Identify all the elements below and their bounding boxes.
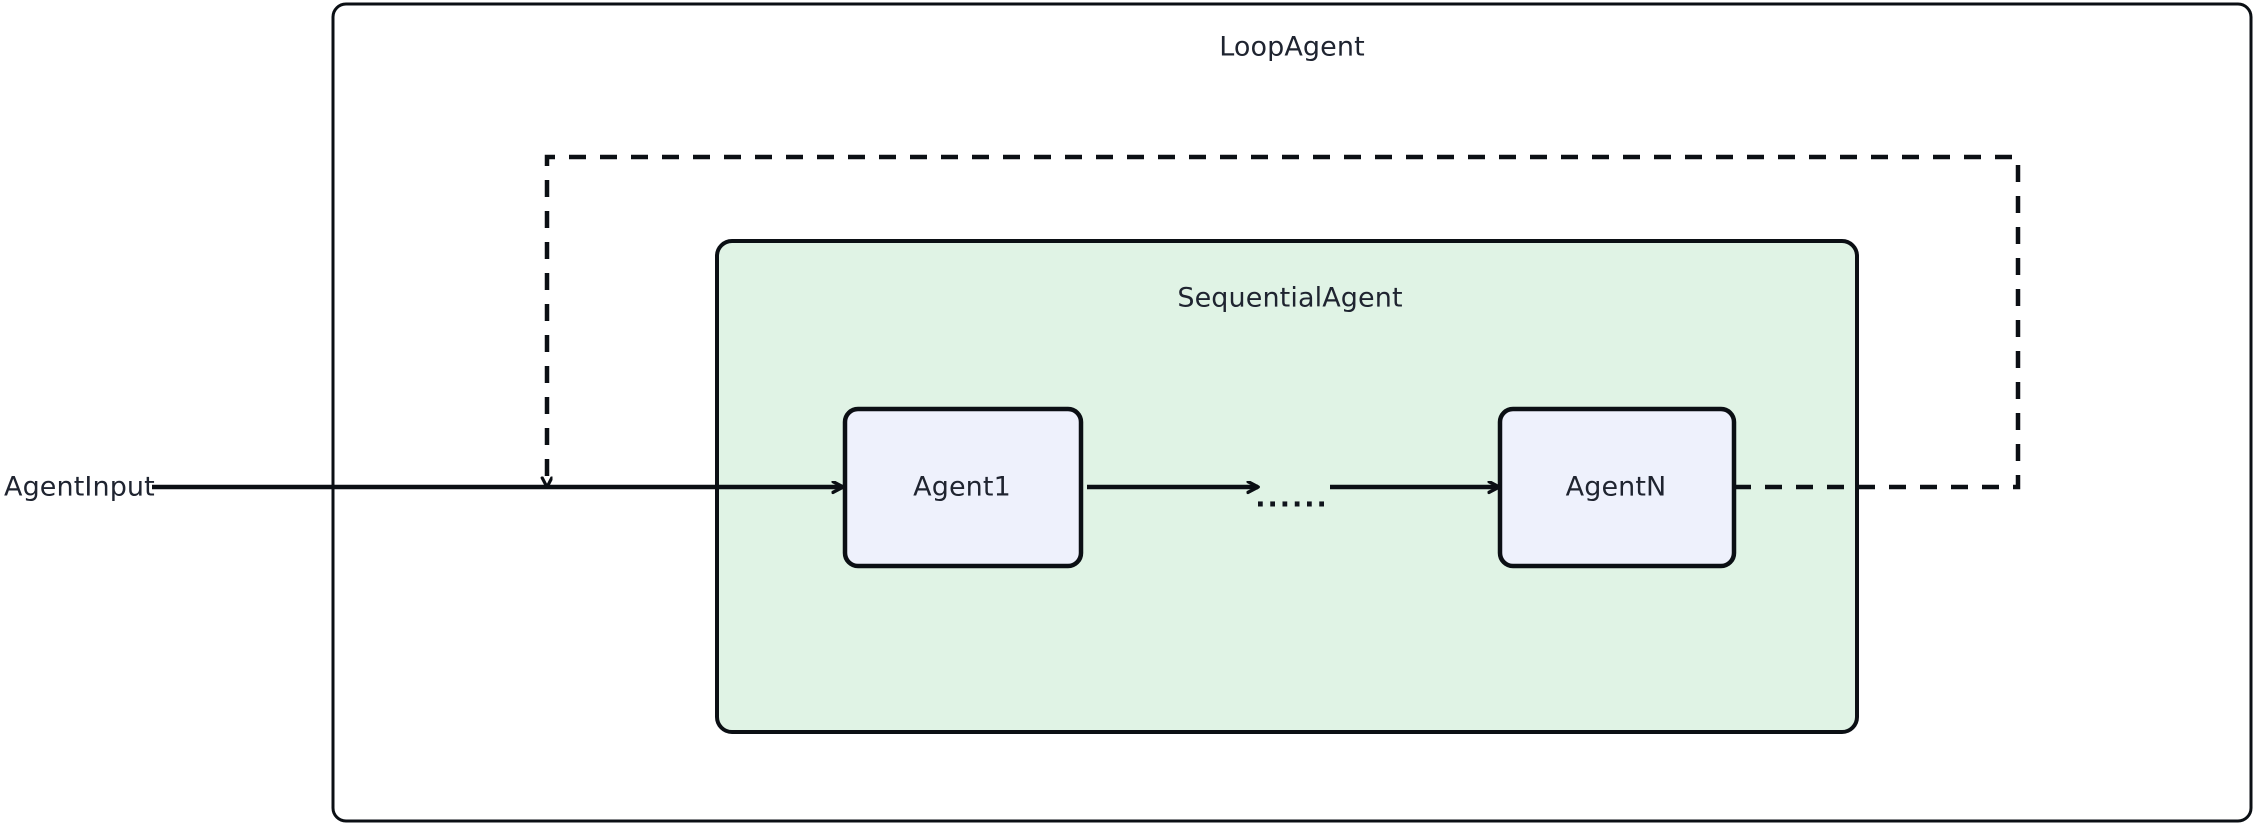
loopagent-label: LoopAgent — [1219, 31, 1365, 63]
agent1-node[interactable] — [842, 406, 1084, 569]
loopback-edge — [547, 154, 2021, 490]
sequentialagent-label: SequentialAgent — [1177, 282, 1403, 314]
agentinput-label: AgentInput — [4, 471, 155, 503]
agent1-label: Agent1 — [913, 471, 1011, 503]
agentn-label: AgentN — [1565, 471, 1667, 503]
ellipsis-label: ...... — [1255, 482, 1329, 514]
